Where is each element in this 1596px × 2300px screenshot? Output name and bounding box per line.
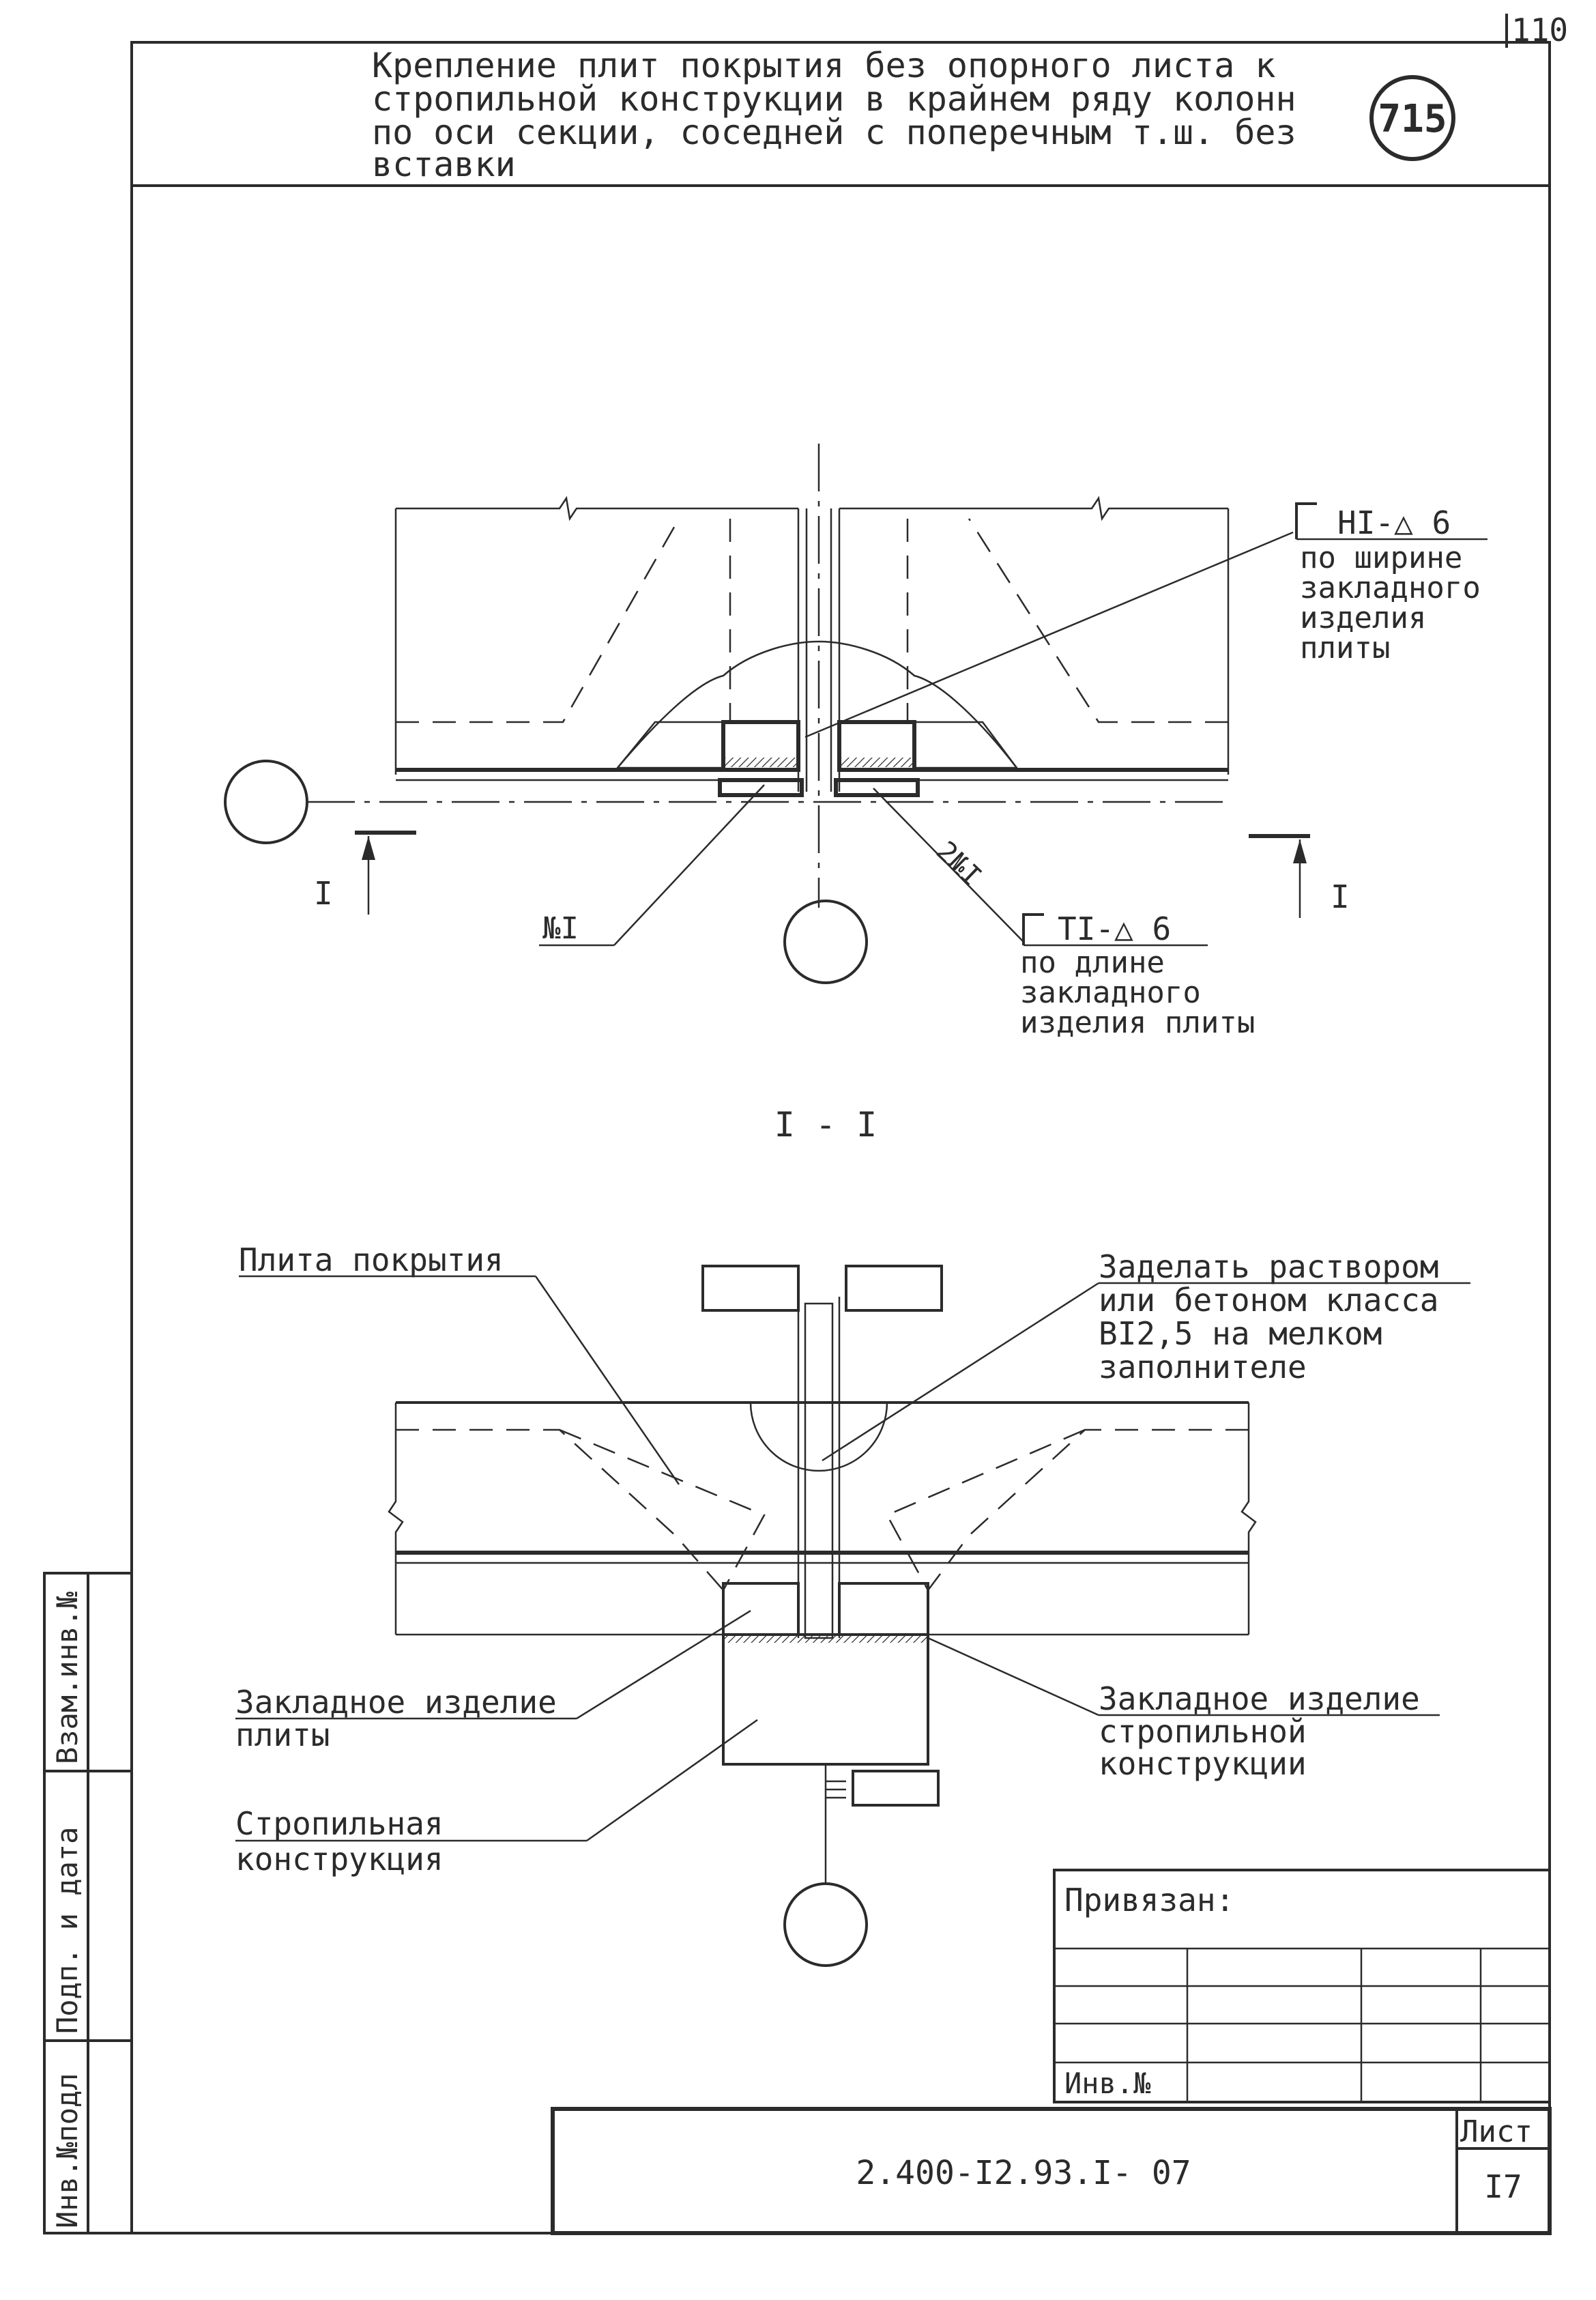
leader-weld-bottom xyxy=(873,788,1024,943)
weld-top-note-1: по ширине xyxy=(1300,541,1462,575)
weld-bottom-label: TI-△ 6 xyxy=(1058,910,1171,947)
section-truss-embed xyxy=(723,1635,928,1643)
weld-top-symbol-flag xyxy=(1295,502,1317,539)
plan-axis-bubble-left xyxy=(224,760,308,844)
part-1-label: №I xyxy=(542,911,579,946)
weld-bottom-note-3: изделия плиты xyxy=(1020,1005,1255,1040)
weld-top-label: HI-△ 6 xyxy=(1337,504,1451,541)
section-bottom-block xyxy=(852,1770,940,1807)
side-stamp-inv-podl: Инв.№подл xyxy=(50,2073,84,2228)
sheet-number: I7 xyxy=(1484,2168,1522,2205)
section-view: I - I Плита покрытия xyxy=(235,1105,1470,1967)
section-title: I - I xyxy=(774,1105,877,1145)
section-truss-chord xyxy=(722,1633,929,1766)
plan-concrete-right xyxy=(913,721,1019,769)
leader-slab xyxy=(534,1276,680,1485)
plan-axis-bubble-bottom xyxy=(783,900,868,984)
section-marker-right: I xyxy=(1249,834,1350,918)
plan-slab-top-left xyxy=(396,495,798,521)
section-slab-left-break xyxy=(388,1403,404,1635)
label-truss-2: конструкция xyxy=(235,1841,444,1878)
plan-hidden-right xyxy=(968,518,1228,723)
section-top-block-right xyxy=(845,1265,943,1312)
side-stamp-podp-data: Подп. и дата xyxy=(50,1827,84,2034)
section-hidden-left-inner xyxy=(559,1428,766,1591)
section-slab-embed-left xyxy=(722,1582,800,1636)
title-line-4: вставки xyxy=(372,145,516,184)
section-mark-left-label: I xyxy=(314,875,333,912)
plan-embed-left xyxy=(721,720,800,772)
drawing-title: Крепление плит покрытия без опорного лис… xyxy=(372,46,1296,184)
title-line-2: стропильной конструкции в крайнем ряду к… xyxy=(372,79,1296,119)
leader-embed-truss xyxy=(927,1637,1099,1716)
label-fill-3: BI2,5 на мелком xyxy=(1099,1315,1382,1352)
weld-top-note-4: плиты xyxy=(1300,631,1390,665)
label-fill-2: или бетоном класса xyxy=(1099,1282,1439,1319)
plan-mortar-outline xyxy=(617,640,1017,768)
plan-slab-top-right xyxy=(839,495,1228,521)
section-hidden-left-outer xyxy=(396,1428,725,1635)
plan-support-right xyxy=(834,778,920,797)
sheet-label: Лист xyxy=(1460,2114,1533,2149)
section-gap-marks xyxy=(826,1780,846,1799)
weld-bottom-note-2: закладного xyxy=(1020,975,1201,1010)
leader-fill xyxy=(822,1282,1099,1462)
section-hidden-right-inner xyxy=(886,1428,1086,1591)
plan-hidden-left xyxy=(396,518,680,723)
leader-truss xyxy=(586,1719,758,1842)
plan-weld-right xyxy=(839,758,914,767)
plan-embed-right xyxy=(837,720,916,772)
plan-view: I I HI-△ 6 по ширине закладного изделия … xyxy=(224,444,1488,1040)
section-mark-right-label: I xyxy=(1331,878,1350,915)
plan-concrete-left xyxy=(615,721,725,769)
title-line-1: Крепление плит покрытия без опорного лис… xyxy=(372,46,1276,85)
label-embed-slab-1: Закладное изделие xyxy=(235,1684,557,1721)
leader-embed-slab xyxy=(576,1609,751,1720)
label-embed-truss-3: конструкции xyxy=(1099,1745,1307,1782)
section-slab-right-break xyxy=(1240,1403,1257,1635)
detail-badge-number: 715 xyxy=(1378,97,1447,141)
label-embed-truss-2: стропильной xyxy=(1099,1713,1307,1750)
section-hidden-right-outer xyxy=(927,1428,1249,1635)
label-fill-4: заполнителе xyxy=(1099,1349,1307,1385)
plan-support-left xyxy=(718,778,804,797)
binding-inv: Инв.№ xyxy=(1064,2067,1151,2100)
binding-title: Привязан: xyxy=(1064,1882,1234,1918)
section-axis-bubble xyxy=(783,1882,868,1967)
label-embed-truss-1: Закладное изделие xyxy=(1099,1680,1420,1717)
leader-weld-top xyxy=(804,531,1294,738)
label-slab: Плита покрытия xyxy=(239,1241,504,1278)
section-slab-embed-right xyxy=(838,1582,929,1636)
label-truss-1: Стропильная xyxy=(235,1805,444,1842)
weld-top-note-3: изделия xyxy=(1300,601,1426,635)
plan-weld-left xyxy=(723,758,798,767)
section-top-block-left xyxy=(701,1265,800,1312)
title-block: 2.400-I2.93.I- 07 Лист I7 xyxy=(551,2107,1552,2235)
label-embed-slab-2: плиты xyxy=(235,1716,330,1753)
title-block-frame xyxy=(551,2107,1552,2235)
part-2-label: 2№I xyxy=(930,835,987,892)
document-code: 2.400-I2.93.I- 07 xyxy=(856,2154,1191,2192)
weld-bottom-note-1: по длине xyxy=(1020,945,1165,980)
title-line-3: по оси секции, соседней с поперечным т.ш… xyxy=(372,113,1296,152)
label-fill-1: Заделать раствором xyxy=(1099,1248,1439,1285)
weld-bottom-symbol-flag xyxy=(1022,913,1044,945)
leader-part-1 xyxy=(613,784,765,946)
weld-top-note-2: закладного xyxy=(1300,571,1481,605)
side-stamp-vzam: Взам.инв.№ xyxy=(50,1591,84,1764)
side-stamp: Инв.№подл Подп. и дата Взам.инв.№ xyxy=(43,1572,133,2234)
detail-badge-circle xyxy=(1369,75,1455,161)
binding-block: Привязан: Инв.№ xyxy=(1053,1869,1551,2103)
section-mortar-pocket xyxy=(749,1402,888,1472)
section-marker-left: I xyxy=(314,831,416,915)
